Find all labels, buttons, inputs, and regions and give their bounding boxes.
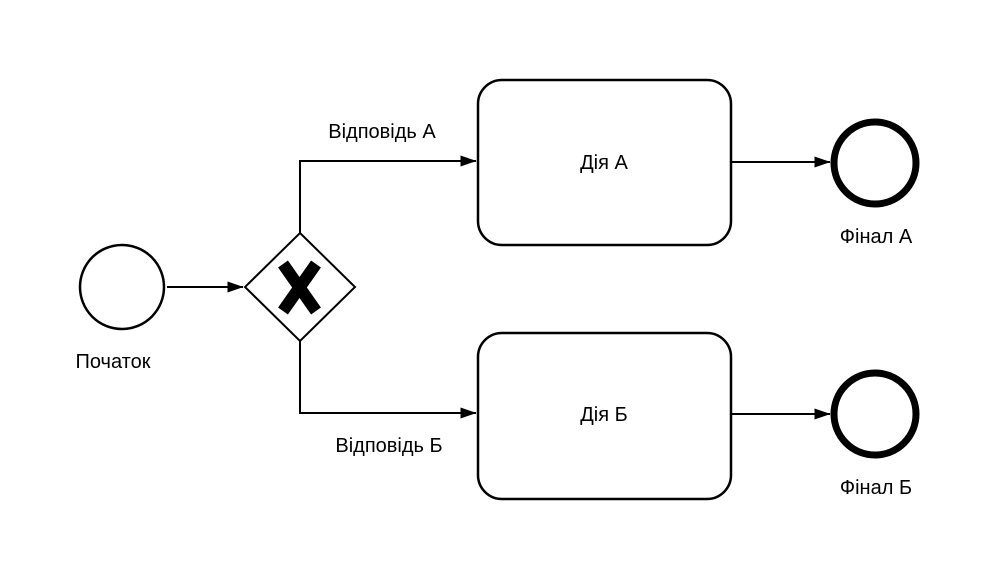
end-event-b-label: Фінал Б — [840, 477, 912, 499]
task-b-box — [476, 331, 733, 501]
end-event-a-label: Фінал А — [840, 226, 913, 248]
task-b-label: Дія Б — [580, 404, 628, 426]
flow-label-response-b: Відповідь Б — [335, 435, 442, 457]
task-a-label: Дія А — [580, 152, 628, 174]
end-event-b-circle — [830, 369, 920, 459]
exclusive-gateway-x-icon — [278, 260, 321, 315]
flow-gateway-to-task-b — [299, 341, 477, 419]
start-event-label: Початок — [76, 351, 151, 373]
task-a-box — [476, 78, 733, 247]
flow-gateway-to-task-a — [299, 155, 477, 233]
flow-label-response-a: Відповідь А — [328, 121, 436, 143]
start-event-circle — [78, 243, 166, 331]
end-event-a-circle — [830, 118, 920, 208]
